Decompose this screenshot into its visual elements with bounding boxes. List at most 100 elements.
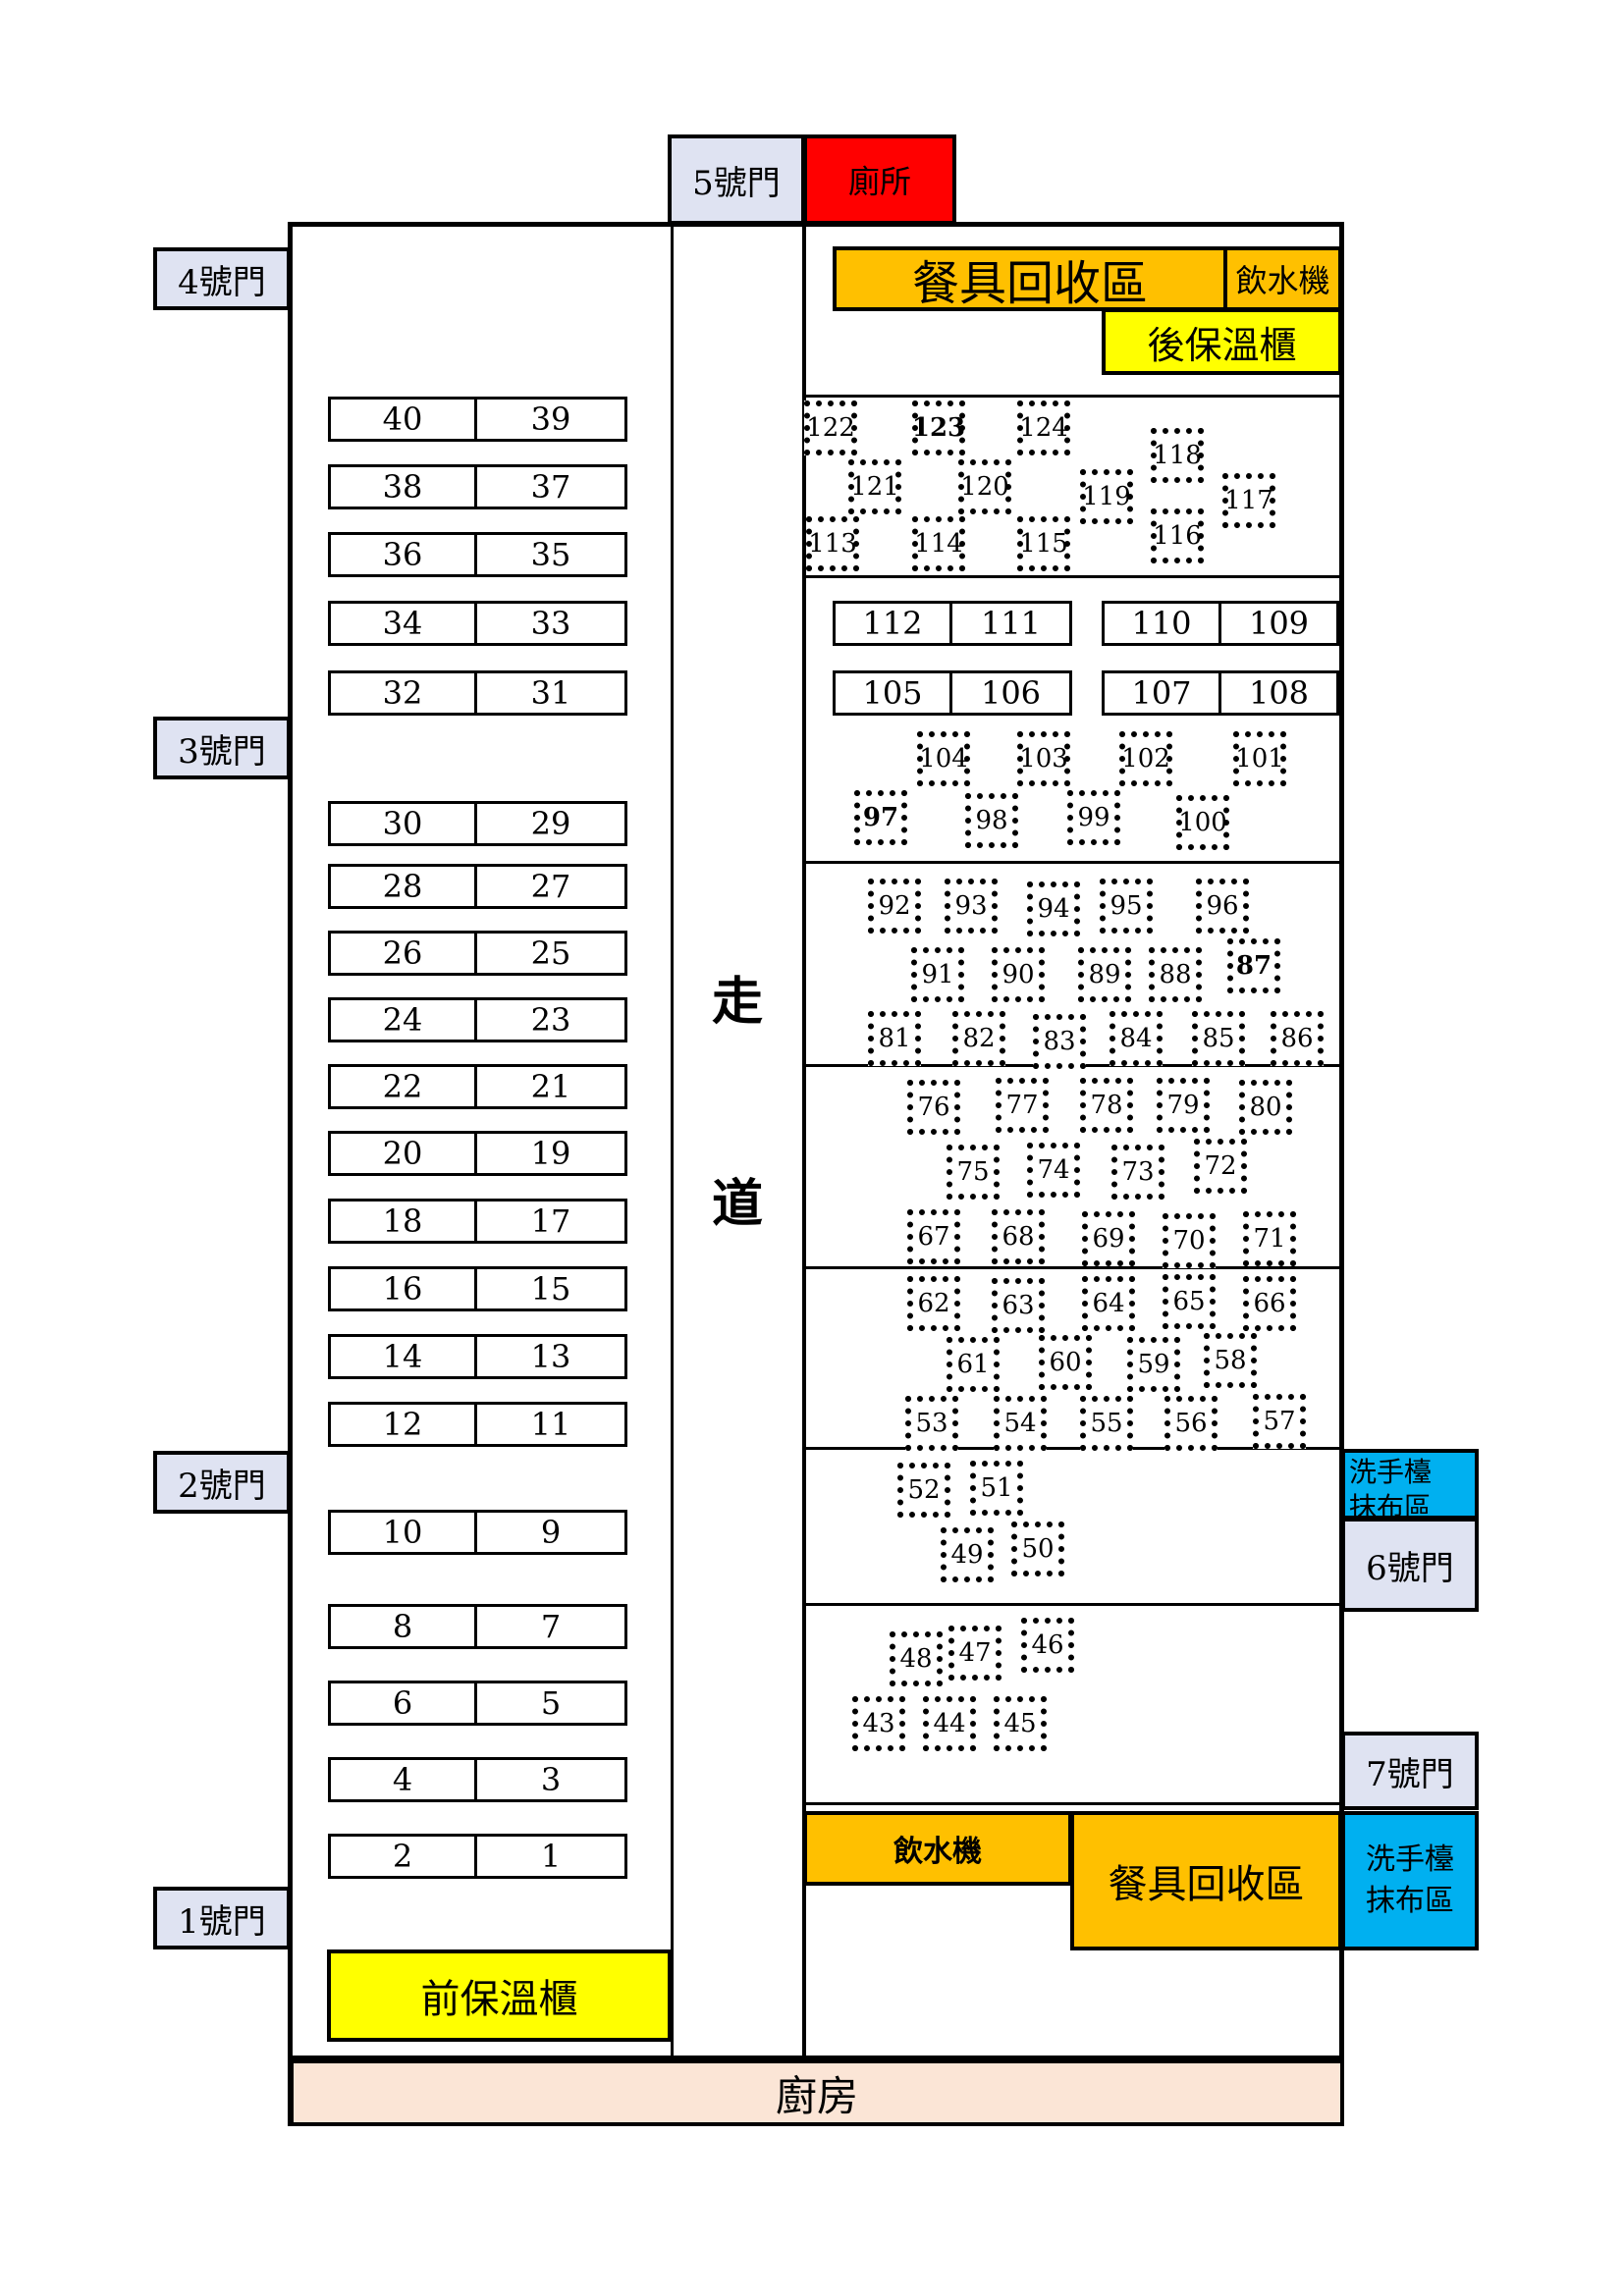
table-40: 40 (328, 397, 477, 442)
table-38: 38 (328, 464, 477, 509)
door-6-label: 6號門 (1366, 1548, 1454, 1588)
dish-return-area-top: 餐具回收區 (833, 246, 1227, 311)
table-80: 80 (1239, 1080, 1292, 1135)
table-28: 28 (328, 864, 477, 909)
dish-return-bottom-label: 餐具回收區 (1108, 1862, 1305, 1907)
table-94: 94 (1027, 881, 1080, 936)
table-82: 82 (952, 1011, 1005, 1066)
table-86: 86 (1271, 1011, 1324, 1066)
table-117: 117 (1222, 473, 1275, 528)
table-10: 10 (328, 1510, 477, 1555)
table-78: 78 (1080, 1078, 1133, 1133)
water-dispenser-bottom-label: 飲水機 (893, 1835, 982, 1869)
table-90: 90 (992, 947, 1045, 1002)
table-23: 23 (477, 997, 627, 1042)
table-43: 43 (852, 1696, 905, 1751)
table-44: 44 (923, 1696, 976, 1751)
table-85: 85 (1192, 1011, 1245, 1066)
table-59: 59 (1127, 1337, 1180, 1392)
table-79: 79 (1157, 1078, 1210, 1133)
door-7-label: 7號門 (1366, 1754, 1454, 1794)
table-46: 46 (1021, 1618, 1074, 1673)
table-69: 69 (1082, 1211, 1135, 1266)
table-71: 71 (1243, 1211, 1296, 1266)
table-6: 6 (328, 1681, 477, 1726)
door-5: 5號門 (668, 134, 805, 225)
table-92: 92 (868, 879, 921, 934)
table-4: 4 (328, 1757, 477, 1802)
table-62: 62 (907, 1276, 960, 1331)
table-60: 60 (1039, 1335, 1092, 1390)
table-63: 63 (992, 1278, 1045, 1333)
door-5-label: 5號門 (692, 163, 781, 203)
table-95: 95 (1100, 879, 1153, 934)
handwash-top-label: 洗手檯抹布區 (1349, 1456, 1433, 1520)
table-75: 75 (947, 1145, 1000, 1200)
table-45: 45 (994, 1696, 1047, 1751)
door-1-label: 1號門 (178, 1901, 266, 1942)
table-34: 34 (328, 601, 477, 646)
table-121: 121 (848, 459, 901, 514)
table-83: 83 (1033, 1014, 1086, 1069)
table-111: 111 (952, 601, 1072, 646)
door-3: 3號門 (153, 717, 291, 779)
door-7: 7號門 (1341, 1732, 1479, 1810)
table-110: 110 (1102, 601, 1221, 646)
table-97: 97 (854, 790, 907, 845)
table-47: 47 (948, 1626, 1001, 1681)
table-24: 24 (328, 997, 477, 1042)
table-5: 5 (477, 1681, 627, 1726)
table-103: 103 (1017, 731, 1070, 786)
table-9: 9 (477, 1510, 627, 1555)
table-73: 73 (1111, 1145, 1164, 1200)
table-99: 99 (1067, 790, 1120, 845)
table-108: 108 (1221, 670, 1339, 716)
table-22: 22 (328, 1064, 477, 1109)
table-52: 52 (897, 1463, 950, 1518)
divider-1 (802, 395, 1342, 398)
aisle-wall-right (802, 222, 806, 2057)
table-102: 102 (1119, 731, 1172, 786)
table-17: 17 (477, 1199, 627, 1244)
rear-warmer-label: 後保溫櫃 (1147, 323, 1297, 367)
rear-warmer: 後保溫櫃 (1102, 308, 1342, 375)
table-31: 31 (477, 670, 627, 716)
divider-2 (802, 575, 1342, 578)
table-88: 88 (1149, 947, 1202, 1002)
table-118: 118 (1151, 428, 1204, 483)
table-115: 115 (1017, 516, 1070, 571)
water-dispenser-bottom: 飲水機 (803, 1811, 1072, 1886)
table-49: 49 (941, 1527, 994, 1582)
table-67: 67 (907, 1209, 960, 1264)
kitchen-label: 廚房 (775, 2071, 858, 2120)
table-106: 106 (952, 670, 1072, 716)
table-66: 66 (1243, 1276, 1296, 1331)
table-18: 18 (328, 1199, 477, 1244)
front-warmer: 前保溫櫃 (327, 1949, 672, 2042)
table-1: 1 (477, 1834, 627, 1879)
table-120: 120 (958, 459, 1011, 514)
table-124: 124 (1017, 400, 1070, 455)
door-6: 6號門 (1341, 1518, 1479, 1612)
table-113: 113 (806, 516, 859, 571)
table-61: 61 (947, 1337, 1000, 1392)
toilet: 廁所 (803, 134, 956, 225)
water-dispenser-top: 飲水機 (1223, 246, 1342, 311)
table-122: 122 (804, 400, 857, 455)
table-68: 68 (992, 1209, 1045, 1264)
table-7: 7 (477, 1604, 627, 1649)
aisle-label-1: 走 (712, 972, 764, 1032)
door-2-label: 2號門 (178, 1466, 266, 1506)
table-107: 107 (1102, 670, 1221, 716)
table-30: 30 (328, 801, 477, 846)
table-89: 89 (1078, 947, 1131, 1002)
table-53: 53 (905, 1396, 958, 1451)
door-1: 1號門 (153, 1887, 291, 1949)
dish-return-top-label: 餐具回收區 (911, 256, 1148, 311)
table-58: 58 (1204, 1333, 1257, 1388)
table-50: 50 (1011, 1522, 1064, 1576)
aisle-wall-left (671, 222, 674, 2057)
door-3-label: 3號門 (178, 731, 266, 772)
table-12: 12 (328, 1402, 477, 1447)
table-26: 26 (328, 931, 477, 976)
